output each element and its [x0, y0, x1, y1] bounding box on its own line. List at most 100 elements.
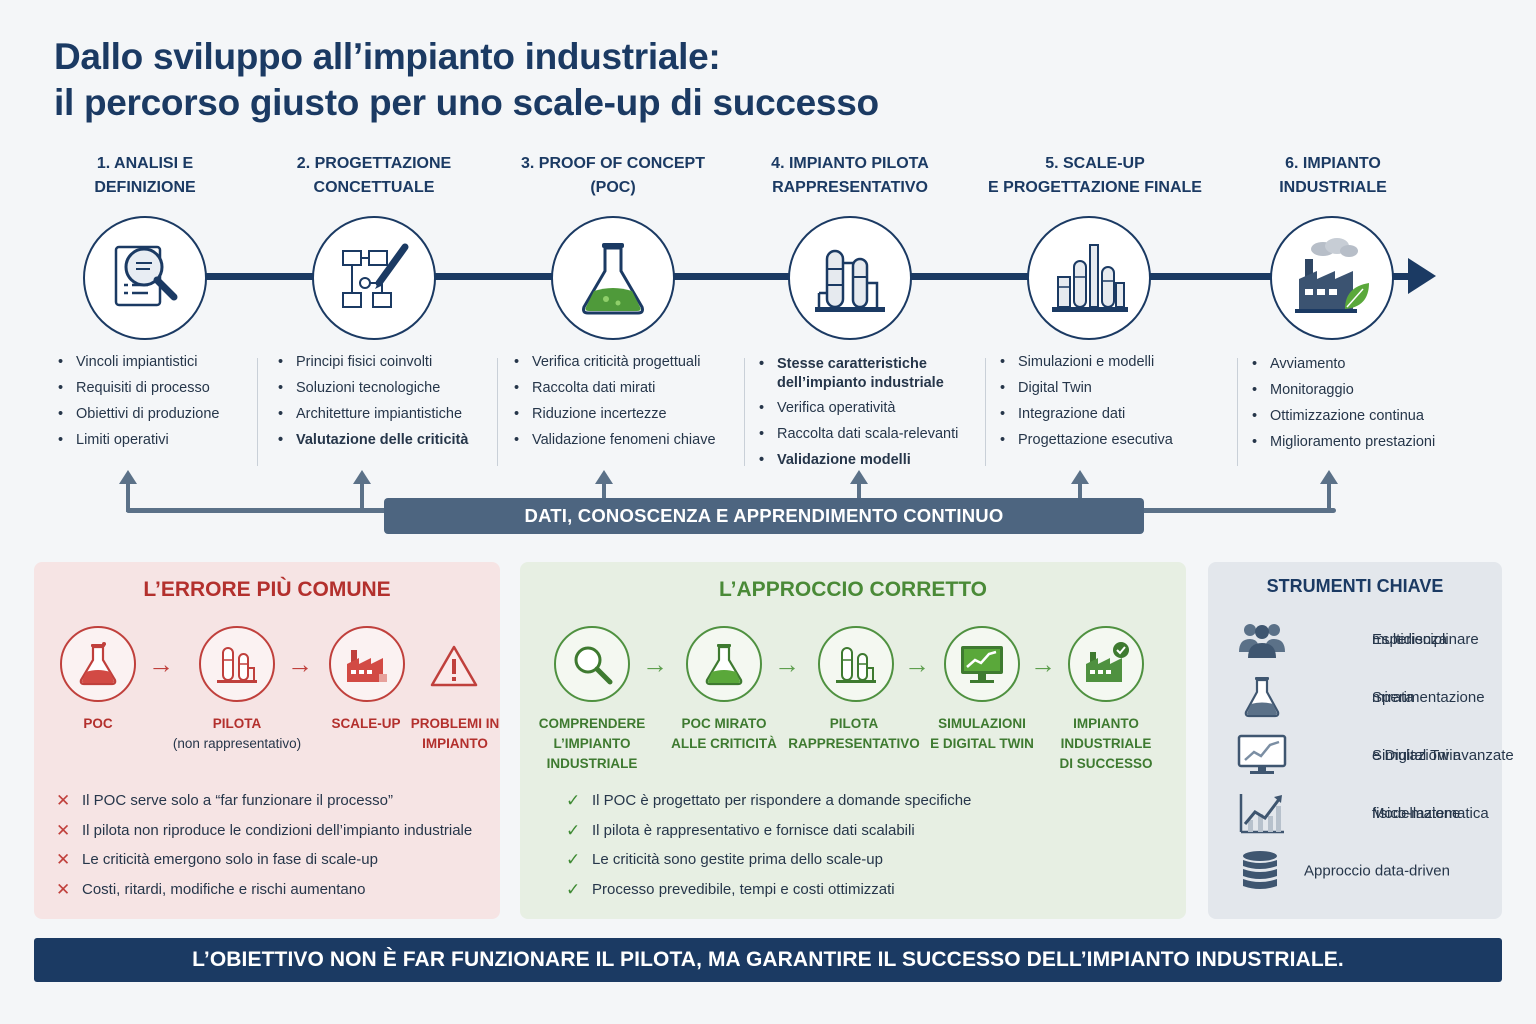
title-line-2: il percorso giusto per uno scale-up di s…: [54, 82, 879, 123]
step-6-list: Avviamento Monitoraggio Ottimizzazione c…: [1250, 356, 1435, 460]
flow-arrow: →: [904, 649, 930, 679]
list-item: Progettazione esecutiva: [998, 432, 1173, 449]
feedback-label: DATI, CONOSCENZA E APPRENDIMENTO CONTINU…: [384, 498, 1144, 534]
column-divider: [257, 358, 258, 466]
feedback-arrowhead: [1320, 470, 1338, 484]
step-2-circle: [312, 216, 436, 340]
panel-title: L’ERRORE PIÙ COMUNE: [143, 578, 391, 601]
list-item: Integrazione dati: [998, 406, 1173, 423]
list-item: Obiettivi di produzione: [56, 406, 219, 423]
feedback-arrowhead: [119, 470, 137, 484]
flow-arrow: →: [1030, 649, 1056, 679]
magnifier-document-icon: [114, 245, 178, 307]
factory-icon: [347, 650, 387, 682]
list-item: Validazione fenomeni chiave: [512, 432, 716, 449]
step-5-circle: [1027, 216, 1151, 340]
list-item: ✕Costi, ritardi, modifiche e rischi aume…: [56, 879, 366, 899]
common-error-panel: L’ERRORE PIÙ COMUNE → →: [34, 562, 500, 919]
tool-label: Approccio data-driven: [1304, 862, 1450, 880]
list-item: ✓Il POC è progettato per rispondere a do…: [566, 791, 972, 810]
list-item: Monitoraggio: [1250, 382, 1435, 399]
step-3-circle: [551, 216, 675, 340]
cross-icon: ✕: [56, 850, 71, 869]
wrong-label-poc: POC: [83, 716, 113, 731]
list-item: Requisiti di processo: [56, 380, 219, 397]
column-divider: [985, 358, 986, 466]
list-item: Soluzioni tecnologiche: [276, 380, 468, 397]
feedback-riser: [1078, 482, 1082, 502]
list-item: Riduzione incertezze: [512, 406, 716, 423]
wrong-label-scaleup: SCALE-UP: [331, 716, 401, 731]
flask-icon: [79, 642, 117, 686]
step-4-list: Stesse caratteristiche dell’impianto ind…: [757, 356, 958, 478]
bottom-banner: L’OBIETTIVO NON È FAR FUNZIONARE IL PILO…: [34, 938, 1502, 982]
wrong-step-poc: [60, 626, 136, 702]
flow-arrow: →: [148, 649, 174, 679]
timeline-arrowhead: [1408, 258, 1436, 294]
error-points-list: ✕Il POC serve solo a “far funzionare il …: [56, 792, 472, 910]
list-item: ✓Il pilota è rappresentativo e fornisce …: [566, 820, 915, 840]
flask-icon: [705, 644, 743, 686]
correct-points-list: ✓Il POC è progettato per rispondere a do…: [566, 792, 971, 910]
right-step-poc: [686, 626, 762, 702]
step-1-circle: [83, 216, 207, 340]
step-2-list: Principi fisici coinvolti Soluzioni tecn…: [276, 354, 468, 458]
list-item: Stesse caratteristiche: [757, 356, 958, 373]
list-item: Architetture impiantistiche: [276, 406, 468, 423]
list-item-continuation: dell’impianto industriale: [777, 375, 944, 391]
feedback-riser: [1327, 482, 1331, 512]
warning-icon: [430, 644, 478, 688]
flask-icon: [582, 243, 644, 315]
cross-icon: ✕: [56, 820, 71, 840]
feedback-arrowhead: [595, 470, 613, 484]
feedback-riser: [360, 482, 364, 510]
right-step-pilot: [818, 626, 894, 702]
column-divider: [497, 358, 498, 466]
step-3-heading: 3. PROOF OF CONCEPT(POC): [520, 155, 705, 196]
magnifier-icon: [574, 646, 613, 685]
right-step-industrial: [1068, 626, 1144, 702]
list-item: Miglioramento prestazioni: [1250, 434, 1435, 451]
list-item: ✓Le criticità sono gestite prima dello s…: [566, 850, 883, 869]
list-item: Verifica criticità progettuali: [512, 354, 716, 371]
team-icon: [1239, 624, 1285, 658]
database-icon: [1243, 851, 1277, 889]
list-item: Avviamento: [1250, 356, 1435, 373]
list-item: ✕Le criticità emergono solo in fase di s…: [56, 850, 378, 869]
step-1-list: Vincoli impiantistici Requisiti di proce…: [56, 354, 219, 458]
title-line-1: Dallo sviluppo all’impianto industriale:: [54, 36, 721, 77]
check-icon: ✓: [566, 879, 581, 899]
cross-icon: ✕: [56, 791, 71, 810]
list-item: Vincoli impiantistici: [56, 354, 219, 371]
step-6-circle: [1270, 216, 1394, 340]
feedback-arrowhead: [353, 470, 371, 484]
list-item: Principi fisici coinvolti: [276, 354, 468, 371]
list-item: Limiti operativi: [56, 432, 219, 449]
column-divider: [1237, 358, 1238, 466]
wrong-step-scaleup: [329, 626, 405, 702]
flow-arrow: →: [642, 649, 668, 679]
feedback-arrowhead: [850, 470, 868, 484]
flow-arrow: →: [287, 649, 313, 679]
wrong-label-pilot: PILOTA(non rappresentativo): [172, 716, 302, 751]
feedback-riser: [602, 482, 606, 502]
factory-leaf-icon: [1295, 238, 1369, 313]
list-item: Verifica operatività: [757, 400, 958, 417]
list-item: Simulazioni e modelli: [998, 354, 1173, 371]
flow-arrow: →: [774, 649, 800, 679]
step-5-list: Simulazioni e modelli Digital Twin Integ…: [998, 354, 1173, 458]
